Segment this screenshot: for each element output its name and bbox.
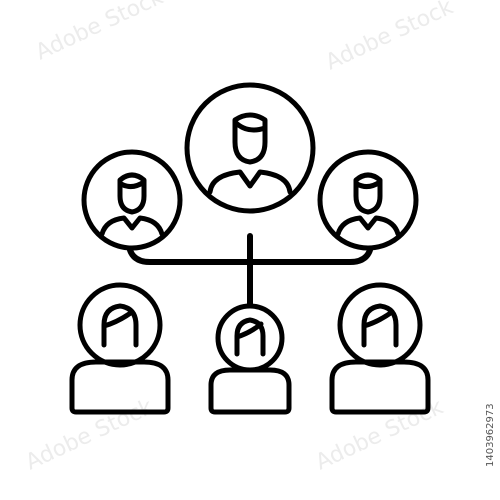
svg-text:Adobe Stock: Adobe Stock	[322, 0, 457, 75]
connector-lines	[127, 233, 373, 308]
middle-right-person-icon	[317, 149, 419, 251]
stock-id-label: 1403962973	[485, 403, 496, 467]
bottom-center-person-icon	[208, 303, 292, 415]
top-person-icon	[184, 82, 316, 214]
bottom-left-person-icon	[69, 282, 171, 415]
svg-text:Adobe Stock: Adobe Stock	[22, 395, 157, 476]
svg-text:Adobe Stock: Adobe Stock	[32, 0, 167, 65]
middle-left-person-icon	[81, 149, 183, 251]
bottom-right-person-icon	[329, 282, 431, 415]
watermark: Adobe Stock Adobe Stock Adobe Stock Adob…	[22, 0, 457, 475]
